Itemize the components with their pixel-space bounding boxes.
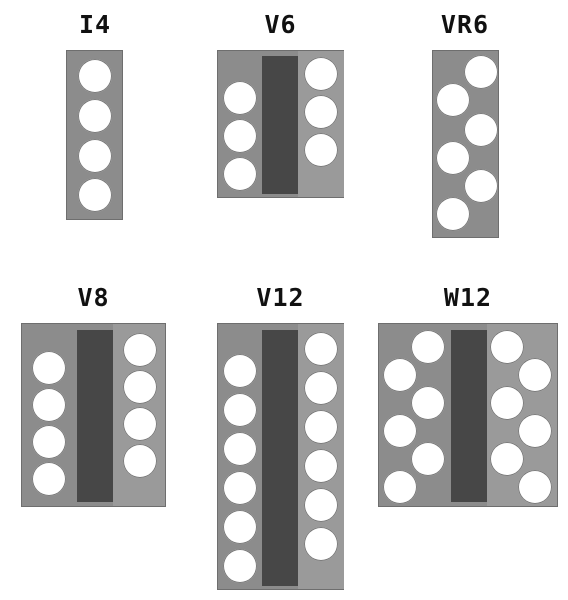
cylinder bbox=[223, 119, 257, 153]
engine-i4: I4 bbox=[60, 10, 130, 225]
cylinder bbox=[304, 332, 338, 366]
cylinder bbox=[223, 432, 257, 466]
cylinder bbox=[32, 462, 66, 496]
engine-w12: W12 bbox=[378, 283, 558, 509]
cylinder-block bbox=[66, 50, 123, 220]
cylinder bbox=[411, 442, 445, 476]
cylinder-block bbox=[21, 323, 166, 507]
cylinder-block bbox=[432, 50, 499, 238]
engine-label: V8 bbox=[77, 283, 110, 312]
cylinder bbox=[123, 370, 157, 404]
engine-label: I4 bbox=[78, 10, 112, 39]
cylinder bbox=[32, 351, 66, 385]
engine-valley bbox=[451, 330, 487, 502]
cylinder bbox=[223, 510, 257, 544]
cylinder bbox=[464, 55, 498, 89]
engine-vr6: VR6 bbox=[426, 10, 504, 242]
engine-v12: V12 bbox=[217, 283, 344, 590]
cylinder bbox=[304, 488, 338, 522]
cylinder-block bbox=[217, 50, 344, 198]
cylinder bbox=[304, 449, 338, 483]
cylinder bbox=[464, 169, 498, 203]
engine-label: W12 bbox=[443, 283, 493, 312]
cylinder-block bbox=[378, 323, 558, 507]
cylinder bbox=[383, 414, 417, 448]
cylinder bbox=[436, 141, 470, 175]
engine-valley bbox=[77, 330, 113, 502]
cylinder-block bbox=[217, 323, 344, 590]
cylinder bbox=[436, 197, 470, 231]
cylinder bbox=[383, 358, 417, 392]
engine-valley bbox=[262, 56, 298, 194]
cylinder bbox=[78, 178, 112, 212]
cylinder bbox=[304, 527, 338, 561]
cylinder bbox=[223, 393, 257, 427]
cylinder bbox=[518, 358, 552, 392]
cylinder bbox=[490, 442, 524, 476]
cylinder bbox=[32, 388, 66, 422]
cylinder bbox=[411, 386, 445, 420]
engine-label: V12 bbox=[256, 283, 305, 312]
cylinder bbox=[411, 330, 445, 364]
engine-v8: V8 bbox=[21, 283, 166, 509]
cylinder bbox=[78, 139, 112, 173]
cylinder bbox=[490, 330, 524, 364]
cylinder bbox=[78, 99, 112, 133]
engine-label: VR6 bbox=[440, 10, 490, 39]
cylinder bbox=[304, 410, 338, 444]
cylinder bbox=[223, 471, 257, 505]
cylinder bbox=[304, 95, 338, 129]
cylinder bbox=[223, 157, 257, 191]
cylinder bbox=[464, 113, 498, 147]
engine-label: V6 bbox=[264, 10, 297, 39]
cylinder bbox=[32, 425, 66, 459]
cylinder bbox=[304, 133, 338, 167]
cylinder bbox=[123, 333, 157, 367]
cylinder bbox=[223, 81, 257, 115]
cylinder bbox=[490, 386, 524, 420]
cylinder bbox=[304, 57, 338, 91]
cylinder bbox=[223, 354, 257, 388]
cylinder bbox=[518, 470, 552, 504]
cylinder bbox=[78, 59, 112, 93]
cylinder bbox=[518, 414, 552, 448]
cylinder bbox=[123, 444, 157, 478]
engine-valley bbox=[262, 330, 298, 586]
cylinder bbox=[436, 83, 470, 117]
engine-v6: V6 bbox=[217, 10, 344, 200]
cylinder bbox=[304, 371, 338, 405]
cylinder bbox=[383, 470, 417, 504]
cylinder bbox=[123, 407, 157, 441]
cylinder bbox=[223, 549, 257, 583]
